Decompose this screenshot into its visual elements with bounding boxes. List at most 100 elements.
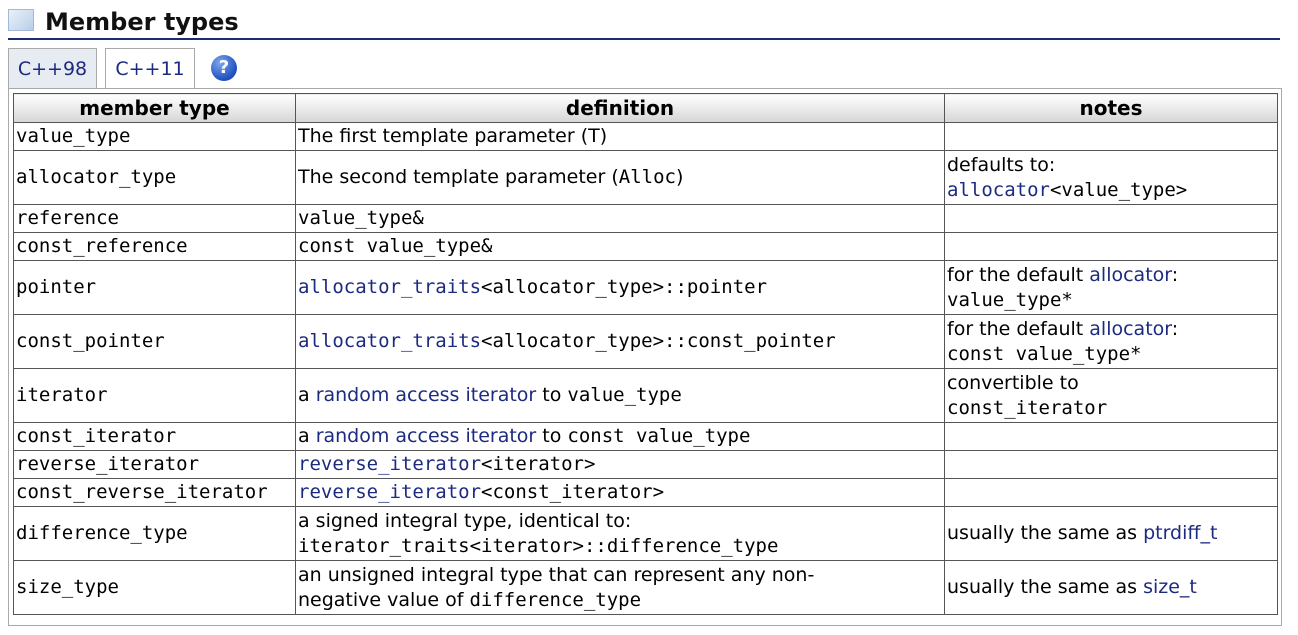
cell-text: const value_type*	[947, 342, 1142, 365]
doc-link[interactable]: size_t	[1143, 576, 1197, 598]
cell-text: <iterator>	[481, 453, 596, 475]
doc-link[interactable]: random access iterator	[315, 384, 537, 406]
member-type-cell: const_pointer	[13, 314, 296, 369]
column-header-definition: definition	[295, 93, 945, 123]
definition-cell: const value_type&	[295, 232, 945, 261]
notes-cell	[944, 478, 1278, 507]
member-type-cell: reverse_iterator	[13, 450, 296, 479]
member-type-cell: const_reverse_iterator	[13, 478, 296, 507]
notes-cell	[944, 422, 1278, 451]
member-type-cell: pointer	[13, 260, 296, 315]
cell-text: Alloc	[618, 166, 676, 188]
member-type-cell: value_type	[13, 122, 296, 151]
cell-text: :	[1171, 263, 1179, 286]
cell-text: iterator_traits<iterator>::difference_ty…	[298, 534, 779, 557]
notes-cell: usually the same as size_t	[944, 560, 1278, 615]
cell-text: convertible to	[947, 371, 1079, 394]
notes-cell: for the default allocator:const value_ty…	[944, 314, 1278, 369]
cell-text: for the default	[947, 263, 1090, 286]
tab-cpp98[interactable]: C++98	[8, 48, 97, 88]
notes-cell: for the default allocator: value_type*	[944, 260, 1278, 315]
cell-text: to	[536, 425, 568, 447]
definition-cell: a random access iterator to const value_…	[295, 422, 945, 451]
section-icon	[8, 9, 34, 31]
section-header: Member types	[8, 4, 1280, 40]
definition-cell: allocator_traits<allocator_type>::const_…	[295, 314, 945, 369]
cell-text: a signed integral type, identical to:	[298, 509, 632, 532]
cell-text: <value_type>	[1049, 178, 1188, 201]
doc-link[interactable]: reverse_iterator	[298, 453, 482, 475]
cell-text: <allocator_type>::pointer	[481, 276, 768, 298]
notes-cell	[944, 122, 1278, 151]
doc-link[interactable]: allocator_traits	[298, 330, 482, 352]
column-header-member-type: member type	[13, 93, 296, 123]
cell-text: The first template parameter (T)	[298, 125, 608, 147]
cell-text: usually the same as	[947, 576, 1144, 598]
member-type-cell: allocator_type	[13, 150, 296, 205]
definition-cell: The first template parameter (T)	[295, 122, 945, 151]
doc-link[interactable]: allocator	[1089, 263, 1172, 286]
cell-text: value_type*	[947, 288, 1073, 311]
member-type-cell: difference_type	[13, 506, 296, 561]
help-icon[interactable]: ?	[211, 55, 237, 81]
definition-cell: The second template parameter (Alloc)	[295, 150, 945, 205]
doc-link[interactable]: allocator	[1089, 317, 1172, 340]
cell-text: const value_type&	[298, 235, 493, 257]
cell-text: to	[536, 384, 568, 406]
section-title: Member types	[45, 8, 239, 36]
definition-cell: an unsigned integral type that can repre…	[295, 560, 945, 615]
cell-text: defaults to:	[947, 153, 1056, 176]
definition-cell: a signed integral type, identical to:ite…	[295, 506, 945, 561]
cell-text: value_type&	[298, 207, 424, 229]
cell-text: )	[675, 166, 684, 188]
doc-link[interactable]: random access iterator	[315, 425, 537, 447]
cell-text: a	[298, 384, 316, 406]
cell-text: The second template parameter (	[298, 166, 619, 188]
definition-cell: reverse_iterator<const_iterator>	[295, 478, 945, 507]
member-type-cell: const_iterator	[13, 422, 296, 451]
member-type-cell: size_type	[13, 560, 296, 615]
cell-text: an unsigned integral type that can repre…	[298, 563, 815, 586]
doc-link[interactable]: allocator	[947, 178, 1050, 201]
definition-cell: reverse_iterator<iterator>	[295, 450, 945, 479]
doc-link[interactable]: reverse_iterator	[298, 481, 482, 503]
member-type-cell: reference	[13, 204, 296, 233]
column-header-notes: notes	[944, 93, 1278, 123]
cell-text: for the default	[947, 317, 1090, 340]
tab-cpp11[interactable]: C++11	[105, 48, 195, 90]
notes-cell	[944, 232, 1278, 261]
definition-cell: a random access iterator to value_type	[295, 368, 945, 423]
cell-text: const_iterator	[947, 396, 1108, 419]
cell-text: const value_type	[567, 425, 751, 447]
table-header-row: member type definition notes	[13, 93, 1278, 123]
member-type-cell: const_reference	[13, 232, 296, 261]
cell-text: <allocator_type>::const_pointer	[481, 330, 836, 352]
notes-cell: usually the same as ptrdiff_t	[944, 506, 1278, 561]
definition-cell: value_type&	[295, 204, 945, 233]
doc-link[interactable]: allocator_traits	[298, 276, 482, 298]
doc-link[interactable]: ptrdiff_t	[1143, 522, 1218, 544]
cell-text: <const_iterator>	[481, 481, 665, 503]
notes-cell: defaults to:allocator<value_type>	[944, 150, 1278, 205]
cell-text: difference_type	[469, 588, 642, 611]
definition-cell: allocator_traits<allocator_type>::pointe…	[295, 260, 945, 315]
cell-text: a	[298, 425, 316, 447]
notes-cell	[944, 204, 1278, 233]
notes-cell	[944, 450, 1278, 479]
cell-text: negative value of	[298, 588, 470, 611]
